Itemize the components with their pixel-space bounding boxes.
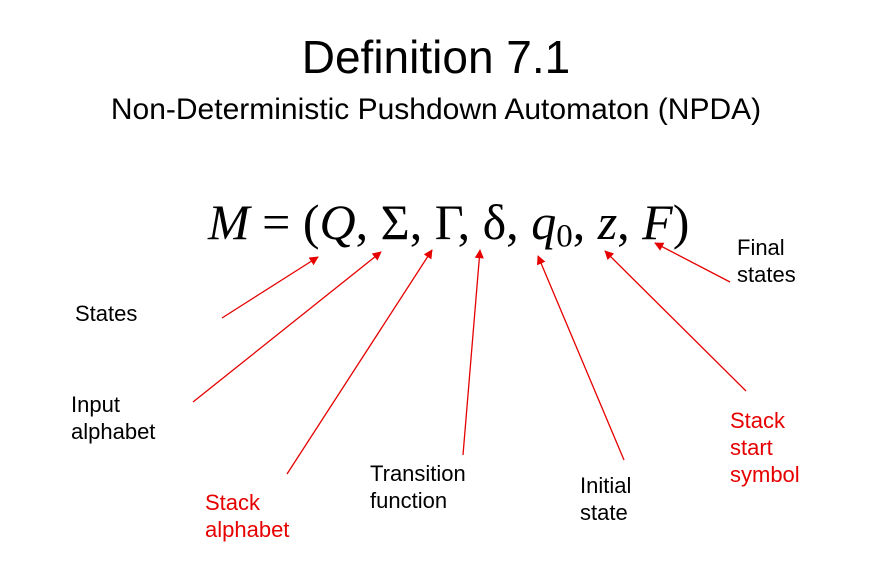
label-input-line-1: Input xyxy=(71,392,120,417)
label-start-line-1: Stack xyxy=(730,408,786,433)
label-final-line-2: states xyxy=(737,262,796,287)
label-input-line-2: alphabet xyxy=(71,419,156,444)
label-input-alphabet: Input alphabet xyxy=(71,391,155,445)
tuple-symbol-initial-q: q xyxy=(531,194,557,250)
slide-title: Definition 7.1 xyxy=(301,31,571,83)
tuple-symbol-z: z xyxy=(597,194,618,250)
tuple-symbol-q: Q xyxy=(319,194,356,250)
tuple-close-paren: ) xyxy=(672,194,690,250)
label-stack-alphabet-line-1: Stack xyxy=(205,490,261,515)
tuple-separator-1: , xyxy=(572,194,598,250)
arrow-states xyxy=(221,256,319,319)
label-initial-line-1: Initial xyxy=(580,473,632,498)
label-states-text: States xyxy=(75,301,138,326)
label-stack-alphabet-line-2: alphabet xyxy=(205,517,290,542)
arrow-input-alphabet xyxy=(192,251,382,403)
tuple-symbol-m: M xyxy=(208,194,250,250)
label-initial-state: Initial state xyxy=(580,472,631,526)
label-stack-start-symbol: Stack start symbol xyxy=(730,407,800,488)
tuple-greek-symbols: , Σ, Γ, δ, xyxy=(355,194,532,250)
label-stack-alphabet: Stack alphabet xyxy=(205,489,289,543)
arrow-initial-state xyxy=(536,255,625,461)
label-start-line-3: symbol xyxy=(730,462,800,487)
label-start-line-2: start xyxy=(730,435,773,460)
label-final-states: Final states xyxy=(737,234,796,288)
label-transition-line-2: function xyxy=(370,488,448,513)
slide-subtitle: Non-Deterministic Pushdown Automaton (NP… xyxy=(110,93,762,126)
arrow-stack-alphabet xyxy=(286,249,433,475)
label-transition-line-1: Transition xyxy=(370,461,466,486)
label-transition-function: Transition function xyxy=(370,460,466,514)
tuple-symbol-f: F xyxy=(642,194,673,250)
tuple-separator-2: , xyxy=(617,194,643,250)
label-final-line-1: Final xyxy=(737,235,785,260)
tuple-subscript-zero: 0 xyxy=(556,218,573,255)
tuple-equals-open: = ( xyxy=(262,194,320,250)
label-initial-line-2: state xyxy=(580,500,628,525)
arrow-stack-start-symbol xyxy=(604,250,747,392)
npda-tuple-formula: M = (Q, Σ, Γ, δ, q0, z, F) xyxy=(208,193,689,255)
label-states: States xyxy=(75,300,137,327)
arrow-transition-function xyxy=(462,249,484,456)
